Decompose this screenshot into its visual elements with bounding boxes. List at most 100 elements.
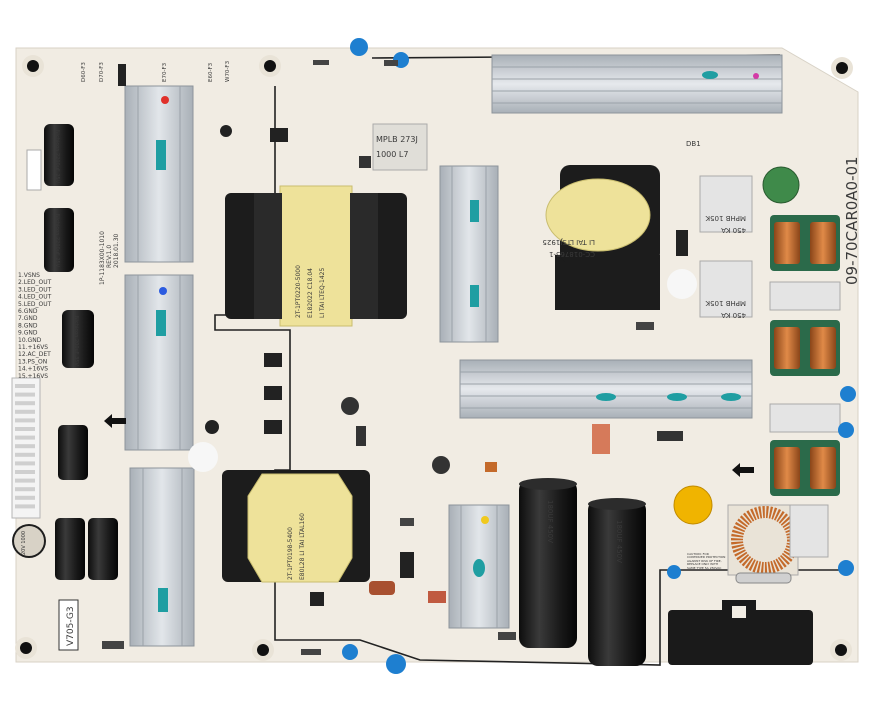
- common-mode-choke-1: [770, 215, 840, 271]
- x-capacitor-2: 450 KA MPHB 105K: [699, 260, 753, 319]
- connector-pin-label: 13.PS_ON: [18, 358, 47, 365]
- heatsink-vertical-3: [129, 467, 195, 647]
- connector-pin-label: 6.GND: [18, 308, 38, 315]
- output-connector: [11, 377, 41, 519]
- board-revision: REV:1.0: [106, 245, 113, 268]
- heatsink-vertical-5: [448, 504, 510, 629]
- bulk-cap-1-label: 180UF 450V: [546, 500, 554, 543]
- test-point-label: D70-F3: [99, 62, 105, 82]
- film-capacitor: MPLB 273J 1000 L7: [372, 123, 428, 171]
- connector-pin: [15, 435, 35, 440]
- connector-pin-label: 15.+16VS: [18, 373, 48, 380]
- x-capacitor-1: 450 KA MPHB 105K: [699, 175, 753, 234]
- connector-pin-label: 8.GND: [18, 322, 38, 329]
- standby-transformer-line1: CC-018765-1: [549, 250, 595, 258]
- connector-pin-label: 4.LED_OUT: [18, 294, 52, 301]
- varistor: [673, 485, 713, 525]
- small-components: [102, 60, 688, 655]
- connector-pin: [15, 384, 35, 388]
- arrow-left-1: [104, 414, 126, 428]
- connector-pin: [15, 461, 35, 466]
- film-cap-line1: MPLB 273J: [376, 135, 418, 144]
- board-pcb-code: 1P-1183X00-1010: [99, 231, 106, 285]
- small-capacitor: 20V 1000: [12, 524, 46, 558]
- glue-dot-1: [188, 442, 218, 472]
- connector-pin: [15, 427, 35, 431]
- capacitor-lower-1: [58, 425, 88, 480]
- toroid-inductor: [727, 504, 829, 576]
- main-transformer-line2: E182022 C18.04: [307, 268, 314, 318]
- connector-pin: [15, 452, 35, 457]
- main-transformer: 2T-1PT0220-5000 E182022 C18.04 LI TAI LT…: [225, 185, 407, 327]
- mounting-holes: [15, 55, 853, 661]
- caution-note: CAUTION: FOR CONTINUED PROTECTION AGAINS…: [687, 553, 726, 570]
- capacitor-lower-2: [55, 518, 85, 580]
- connector-pin-label: 5.LED_OUT: [18, 301, 52, 308]
- connector-pin: [15, 470, 35, 474]
- connector-pin: [15, 392, 35, 397]
- top-test-points: D60-F3 D70-F3 E70-F3 E60-F3 W70-F3: [81, 60, 231, 82]
- x-cap-2-line2: MPHB 105K: [705, 299, 746, 307]
- arrow-left-2: [732, 463, 754, 477]
- db1-marking: DB1: [686, 140, 701, 148]
- connector-pin: [15, 409, 35, 414]
- test-point-label: D60-F3: [81, 62, 87, 82]
- common-mode-choke-2: [770, 320, 840, 376]
- heatsink-vertical-1: [124, 85, 194, 263]
- connector-pin: [15, 504, 35, 509]
- connector-pin: [15, 487, 35, 492]
- label-sticker: [26, 149, 42, 191]
- capacitor-lower-3: [88, 518, 118, 580]
- heatsink-bridge: [491, 54, 783, 114]
- board-date: 2018.01.30: [113, 233, 120, 268]
- connector-pin-label: 1.VSNS: [18, 272, 40, 279]
- x-cap-1-line1: 450 KA: [721, 226, 746, 234]
- board-part-number: 09-70CAR0A0-01: [843, 156, 861, 285]
- heatsink-pfc: [459, 359, 753, 419]
- fuse: [735, 572, 792, 584]
- main-transformer-line1: 2T-1PT0220-5000: [295, 265, 302, 318]
- x-capacitor-small-2: [769, 403, 841, 433]
- connector-pin-label: 3.LED_OUT: [18, 286, 52, 293]
- x-cap-1-line2: MPHB 105K: [705, 214, 746, 222]
- connector-pin-label: 7.GND: [18, 315, 38, 322]
- connector-pin: [15, 444, 35, 449]
- main-transformer-line3: LI TAI LTEQ-1425: [319, 268, 326, 318]
- connector-pin-label: 9.GND: [18, 330, 38, 337]
- x-capacitor-small-1: [769, 281, 841, 311]
- test-point-label: E60-F3: [208, 62, 214, 82]
- connector-pin: [15, 495, 35, 500]
- output-cap-3-label: Nichicon 200uF 35V: [73, 316, 79, 367]
- model-label-box: [58, 599, 79, 651]
- test-point-label: W70-F3: [225, 60, 231, 82]
- output-cap-2-label: Nichicon 2200uF 25V: [54, 214, 60, 268]
- lower-transformer-line2: E80L28 LI TAI LTAL160: [299, 513, 306, 580]
- output-cap-1-label: Nichicon 2200uF 25V: [54, 130, 60, 184]
- film-cap-line2: 1000 L7: [376, 150, 408, 159]
- small-cap-label: 20V 1000: [21, 531, 27, 555]
- glue-dot-2: [667, 269, 697, 299]
- connector-pin-label: 11.+16VS: [18, 344, 48, 351]
- connector-pin-labels: 1.VSNS2.LED_OUT3.LED_OUT4.LED_OUT5.LED_O…: [18, 272, 52, 380]
- connector-pin: [15, 418, 35, 423]
- lower-transformer: 2T-1PT0198-5400 E80L28 LI TAI LTAL160 LF: [222, 470, 370, 606]
- x-cap-2-line1: 450 KA: [721, 311, 746, 319]
- bulk-cap-2-label: 180UF 450V: [615, 520, 623, 563]
- lower-transformer-line1: 2T-1PT0198-5400: [287, 527, 294, 580]
- standby-transformer-line2: LI TAI LTSJ1925: [542, 238, 595, 246]
- fuse-holder: [668, 600, 813, 665]
- heatsink-vertical-2: [124, 274, 194, 451]
- board-model: V705-G3: [66, 606, 76, 646]
- common-mode-choke-3: [770, 440, 840, 496]
- connector-pin-label: 2.LED_OUT: [18, 279, 52, 286]
- connector-pin: [15, 401, 35, 406]
- standby-transformer: CC-018765-1 LI TAI LTSJ1925: [542, 165, 660, 310]
- blue-y-capacitors: [342, 38, 856, 674]
- thermistor: [762, 166, 800, 204]
- bulk-capacitor-2: 180UF 450V: [588, 498, 646, 666]
- output-capacitor-1: Nichicon 2200uF 25V: [44, 124, 74, 186]
- test-point-label: E70-F3: [162, 62, 168, 82]
- connector-pin-label: 10.GND: [18, 337, 42, 344]
- connector-pin-label: 12.AC_DET: [18, 351, 51, 358]
